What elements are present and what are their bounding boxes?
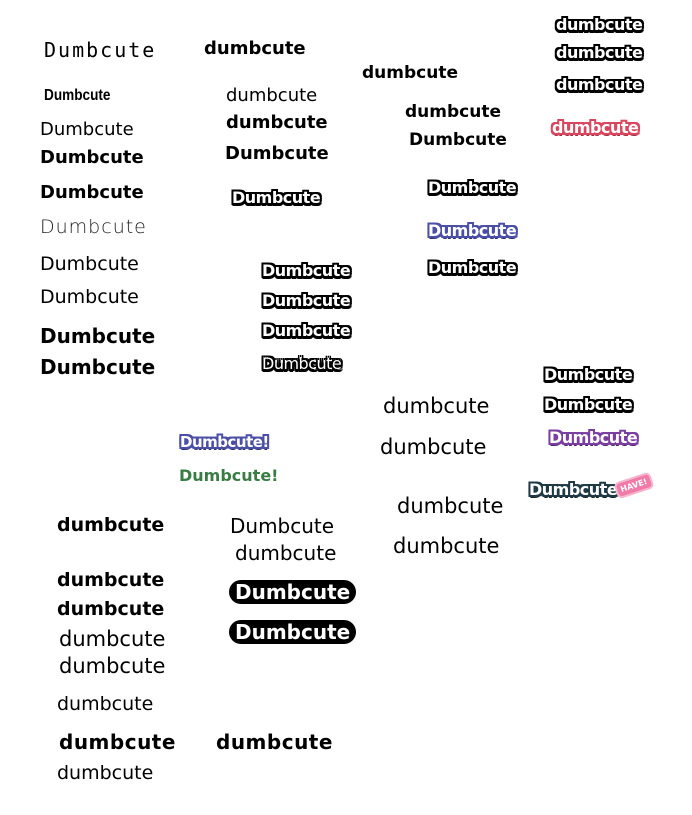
wordmark-condensed-bold: Dumbcute [44,87,111,104]
wordmark-lower-regular: dumbcute [59,627,166,651]
sticker-wordmark-2: Dumbcute [262,261,351,280]
wordmark-lower-medium-4: dumbcute [393,534,500,558]
sticker-wordmark-9: Dumbcute [544,395,633,414]
wordmark-thin: Dumbcute [40,216,147,238]
wordmark-serif-mono: Dumbcute [44,38,157,62]
sticker-exclaim-blue: Dumbcute! [180,433,269,451]
wordmark-lower-bold-2: dumbcute [405,102,501,122]
wordmark-lower-bold-3: dumbcute [57,514,165,536]
wordmark-semibold-2: dumbcute [226,112,328,133]
wordmark-bold-3: Dumbcute [225,143,329,164]
sticker-wordmark-3: Dumbcute [262,291,351,310]
wordmark-exclaim-green: Dumbcute! [179,466,279,485]
sticker-wordmark-purple: Dumbcute [549,428,638,447]
wordmark-lower-medium-3: dumbcute [397,494,504,518]
pill-wordmark: Dumbcute [229,580,357,604]
wordmark-lower-regular-4: dumbcute [57,762,154,784]
sticker-wordmark-blue: Dumbcute [428,221,517,240]
wordmark-bold-2: dumbcute [204,38,306,59]
wordmark-heavy: Dumbcute [40,324,156,348]
sticker-lower: dumbcute [556,15,643,34]
sticker-wordmark-4: Dumbcute [262,321,351,340]
sticker-lower-2: dumbcute [556,43,643,62]
wordmark-bold: Dumbcute [40,182,144,203]
sticker-wordmark-6: Dumbcute [428,178,517,197]
wordmark-black: Dumbcute [40,355,156,379]
sticker-wordmark: Dumbcute [232,188,321,207]
wordmark-lower-regular-5: dumbcute [235,541,337,565]
wordmark-regular: Dumbcute [40,119,134,140]
wordmark-medium: Dumbcute [40,286,139,308]
wordmark-lower-black: dumbcute [59,730,176,754]
wordmark-lower-light: Dumbcute [230,514,335,538]
wordmark-light: Dumbcute [40,253,139,275]
sticker-wordmark-7: Dumbcute [428,258,517,277]
wordmark-bold-4: Dumbcute [409,130,507,150]
sticker-lower-pink: dumbcute [552,118,639,137]
sticker-wordmark-teal: Dumbcute [529,480,618,499]
starburst-badge: HAVE! [615,474,652,497]
wordmark-lower-bold-5: dumbcute [57,598,165,620]
wordmark-lower-black-2: dumbcute [216,730,333,754]
pill-wordmark-2: Dumbcute [229,620,357,644]
wordmark-lower-regular-3: dumbcute [57,693,154,715]
wordmark-lower-bold-4: dumbcute [57,569,165,591]
sticker-wordmark-5: Dumbcute [262,354,342,373]
wordmark-regular-2: dumbcute [226,85,318,106]
sticker-lower-3: dumbcute [556,75,643,94]
wordmark-lower-regular-2: dumbcute [59,654,166,678]
wordmark-lower-bold: dumbcute [362,63,458,83]
wordmark-semibold: Dumbcute [40,147,144,168]
wordmark-lower-medium-2: dumbcute [380,435,487,459]
wordmark-lower-medium: dumbcute [383,394,490,418]
sticker-wordmark-8: Dumbcute [544,365,633,384]
